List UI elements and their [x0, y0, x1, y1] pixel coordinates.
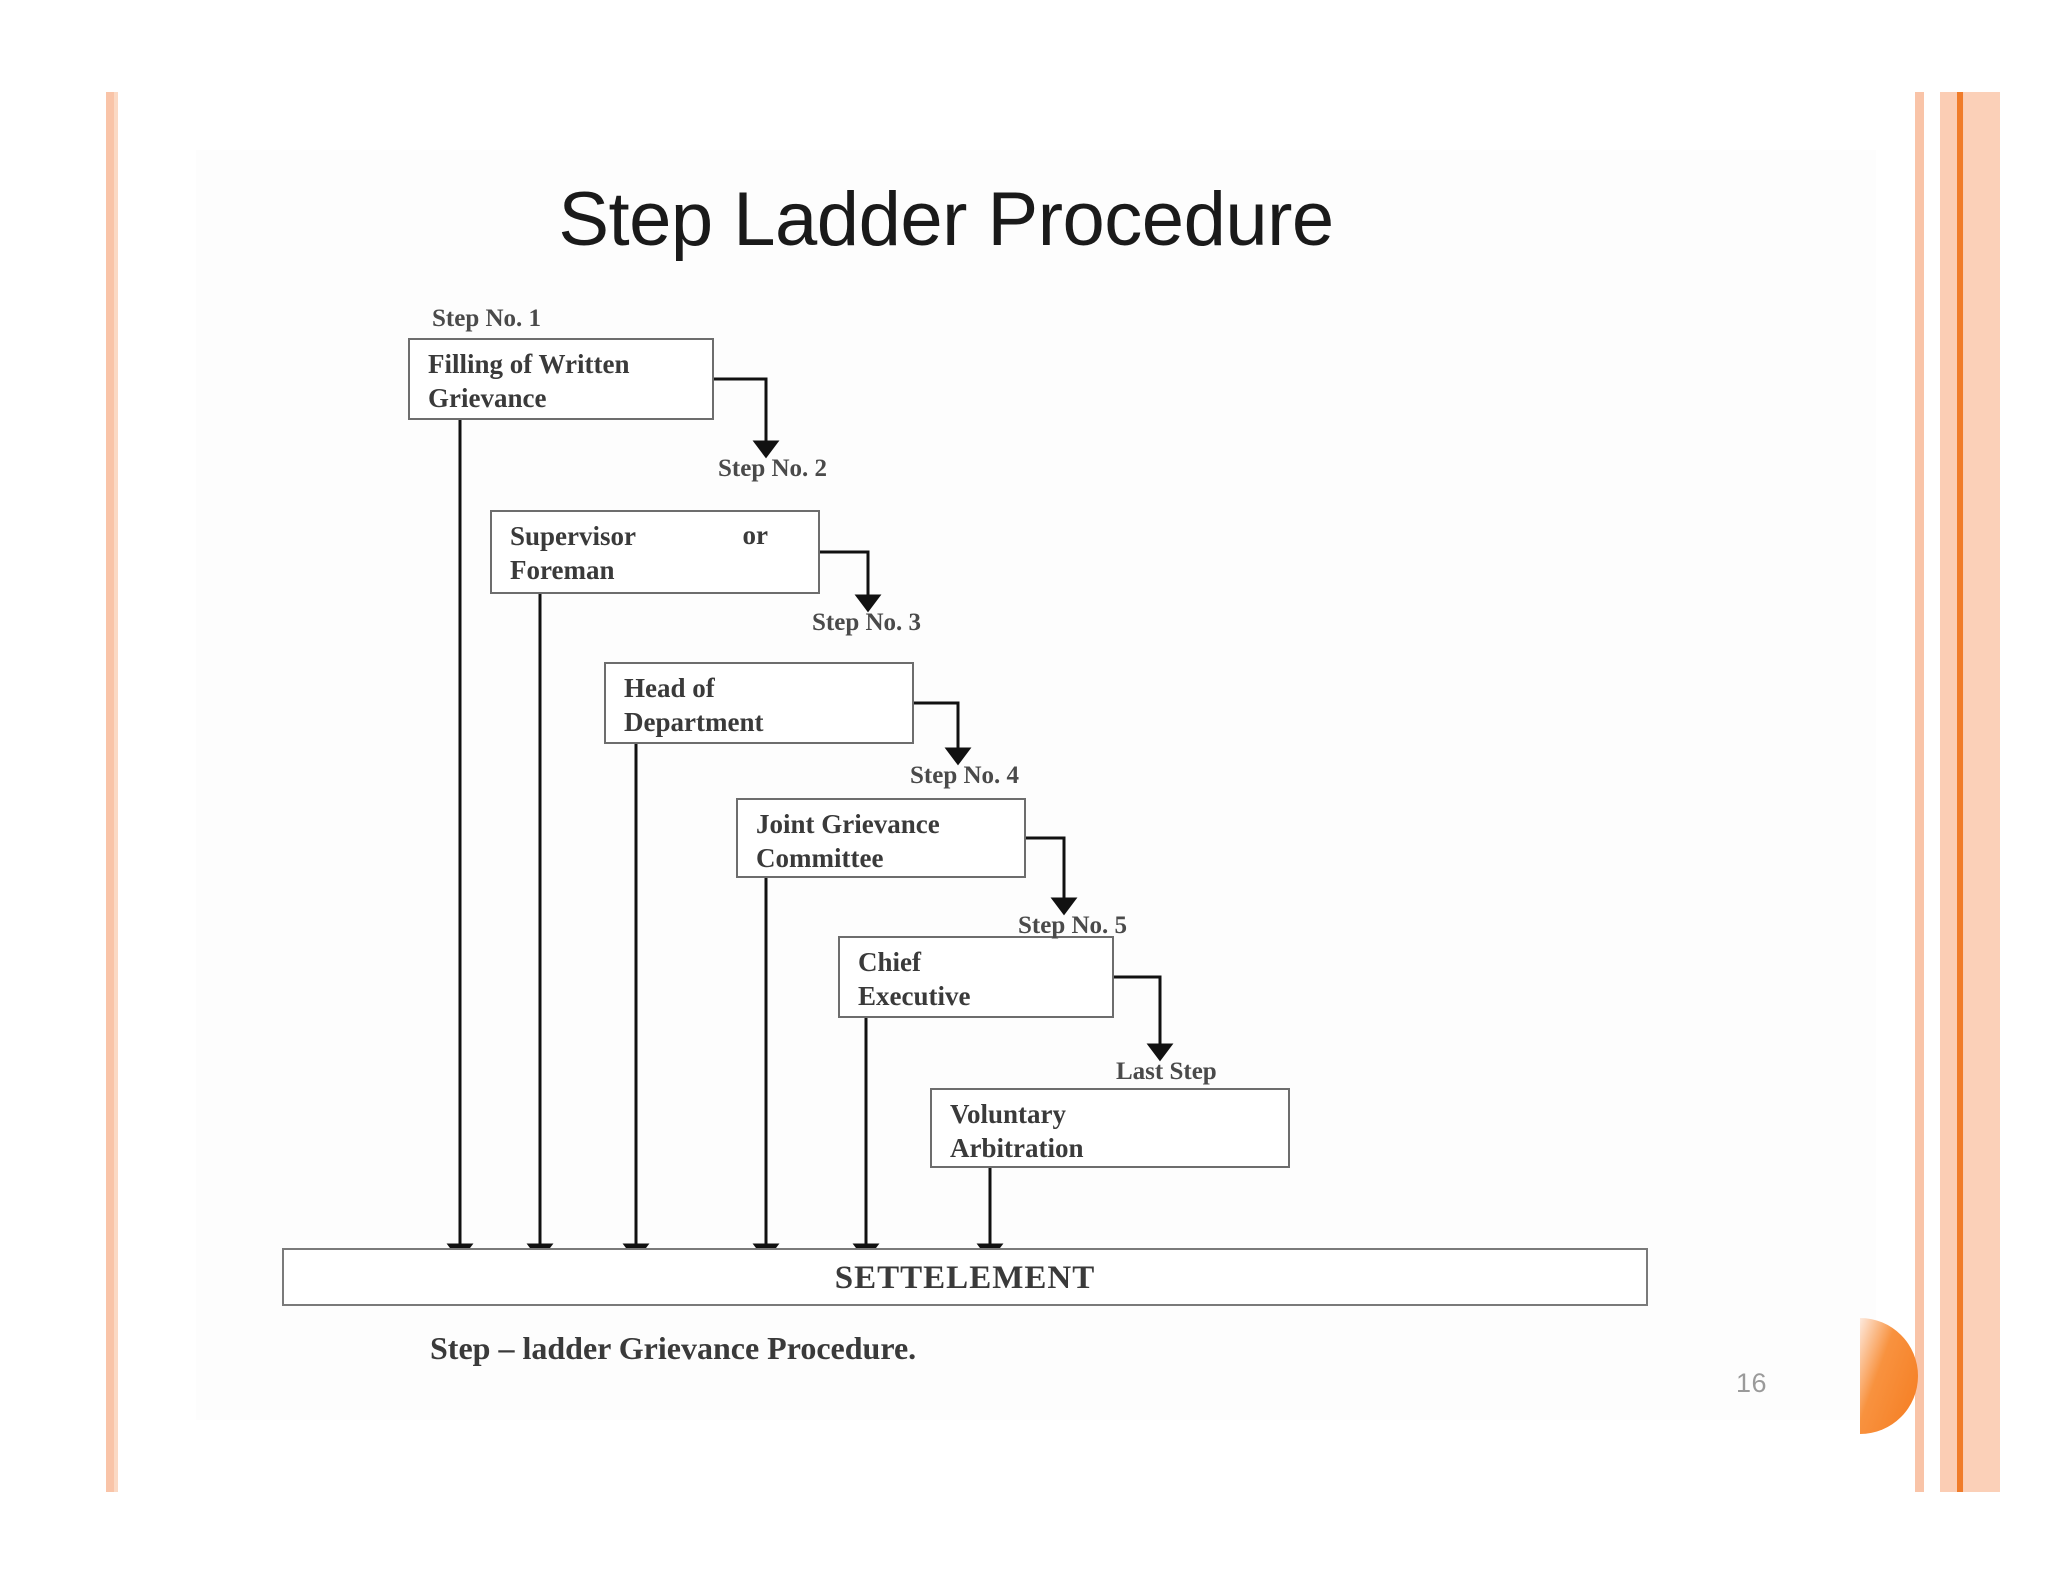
step-box-filling-of-written-grievance[interactable]: Filling of Written Grievance [408, 338, 714, 420]
step-box-label: Voluntary Arbitration [950, 1099, 1084, 1163]
step-box-label: Joint Grievance Committee [756, 809, 940, 873]
step-box-joint-grievance-committee[interactable]: Joint Grievance Committee [736, 798, 1026, 878]
step-number-label-5: Step No. 5 [1018, 912, 1128, 939]
step-number-label-2: Step No. 2 [718, 455, 828, 482]
settlement-bar: SETTELEMENT [282, 1248, 1648, 1306]
step-box-label: Head of Department [624, 673, 764, 737]
step-number-label-1: Step No. 1 [432, 305, 542, 332]
step-box-supervisor-foreman[interactable]: Supervisor Foreman or [490, 510, 820, 594]
right-accent-band-inner [1964, 92, 2000, 1492]
step-box-label: Filling of Written Grievance [428, 349, 630, 413]
right-accent-line [1915, 92, 1924, 1492]
step-number-label-4: Step No. 4 [910, 762, 1020, 789]
step-box-chief-executive[interactable]: Chief Executive [838, 936, 1114, 1018]
page-title: Step Ladder Procedure [558, 177, 1334, 262]
page-number: 16 [1736, 1368, 1768, 1398]
right-accent-stripe [1957, 92, 1963, 1492]
step-number-label-last: Last Step [1116, 1058, 1217, 1085]
settlement-label: SETTELEMENT [834, 1260, 1096, 1296]
left-accent-line [106, 92, 115, 1492]
step-box-voluntary-arbitration[interactable]: Voluntary Arbitration [930, 1088, 1290, 1168]
step-box-head-of-department[interactable]: Head of Department [604, 662, 914, 744]
step-box-label: Chief Executive [858, 947, 971, 1011]
step-box-secondary-label: or [742, 520, 768, 550]
diagram-caption: Step – ladder Grievance Procedure. [430, 1330, 917, 1366]
step-box-label: Supervisor Foreman [510, 521, 637, 585]
left-accent-line-inner [114, 92, 118, 1492]
step-number-label-3: Step No. 3 [812, 609, 922, 636]
